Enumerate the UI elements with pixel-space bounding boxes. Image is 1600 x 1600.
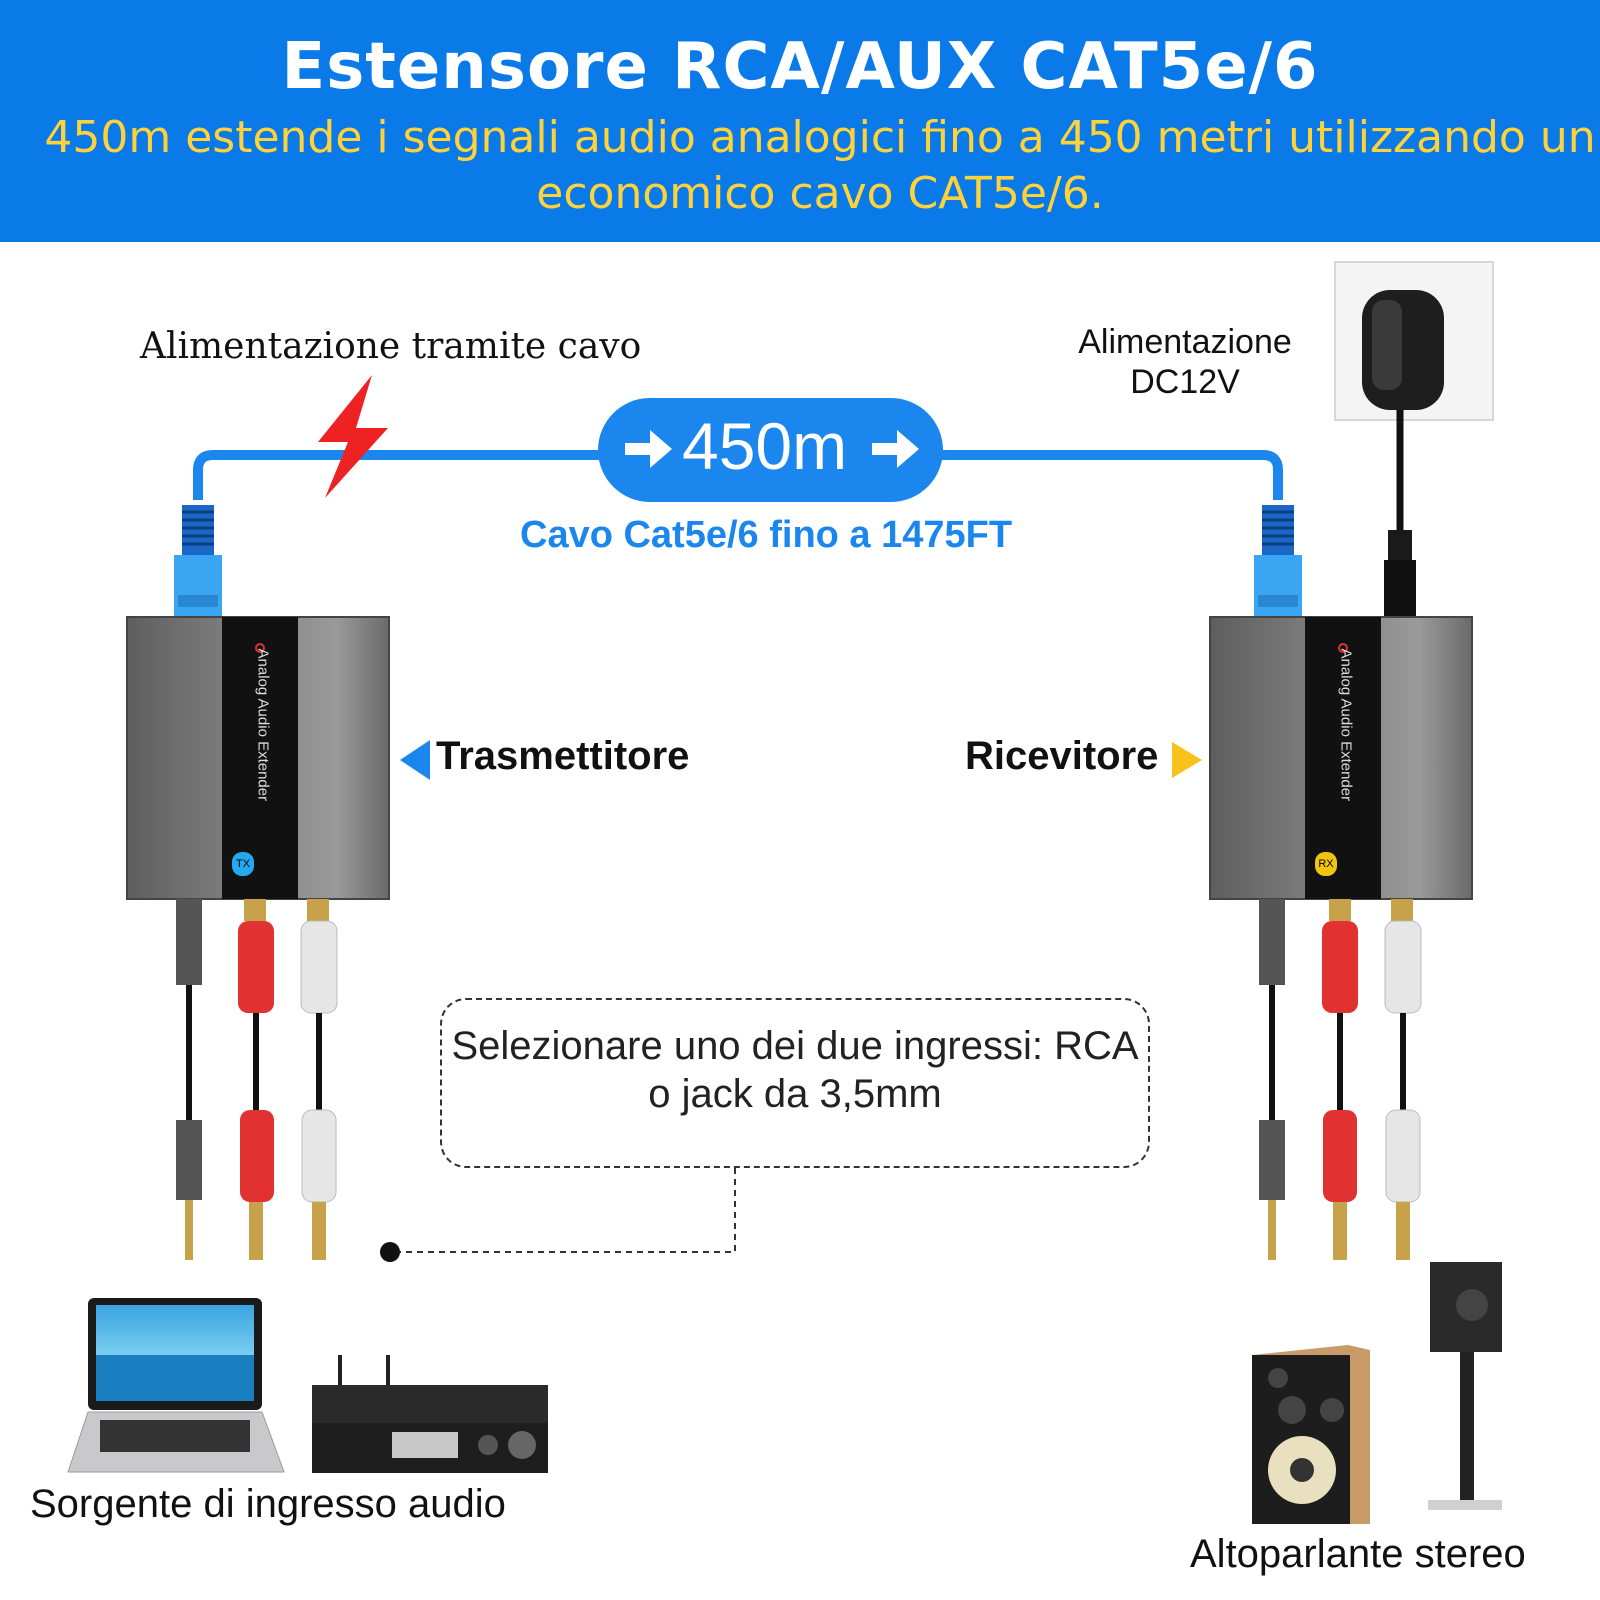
rj45-connector-tx bbox=[174, 505, 222, 617]
speaker-icon bbox=[1252, 1345, 1370, 1524]
tx-device-panel: Analog Audio Extender bbox=[248, 648, 272, 870]
av-receiver-icon bbox=[312, 1355, 548, 1473]
rx-device bbox=[1209, 616, 1473, 900]
power-over-cable-label: Alimentazione tramite cavo bbox=[140, 326, 642, 367]
note-text: Selezionare uno dei due ingressi: RCA o … bbox=[451, 1024, 1139, 1116]
rx-cables bbox=[1259, 899, 1422, 1260]
tx-device bbox=[126, 616, 390, 900]
rj45-connector-rx bbox=[1254, 505, 1302, 617]
tx-arrow-icon bbox=[400, 740, 430, 780]
tx-badge: TX bbox=[232, 852, 254, 876]
audio-source-label: Sorgente di ingresso audio bbox=[30, 1482, 506, 1526]
rx-badge: RX bbox=[1315, 852, 1337, 876]
speaker-icon bbox=[1428, 1262, 1502, 1510]
rx-arrow-icon bbox=[1172, 742, 1202, 778]
page-subtitle: 450m estende i segnali audio analogici f… bbox=[44, 112, 1596, 219]
cable-spec-label: Cavo Cat5e/6 fino a 1475FT bbox=[520, 514, 1013, 556]
rx-device-name: Analog Audio Extender bbox=[1337, 648, 1355, 802]
laptop-icon bbox=[67, 1298, 285, 1473]
note-connector bbox=[380, 1168, 736, 1262]
arrow-right-icon bbox=[625, 430, 672, 468]
tx-device-name: Analog Audio Extender bbox=[254, 648, 272, 802]
header-banner bbox=[0, 0, 1600, 242]
distance-label: 450m bbox=[682, 409, 848, 483]
power-adapter-icon bbox=[1334, 261, 1494, 616]
tx-cables bbox=[176, 899, 338, 1260]
arrow-right-icon bbox=[872, 430, 919, 468]
stereo-speaker-label: Altoparlante stereo bbox=[1190, 1532, 1526, 1576]
page-title: Estensore RCA/AUX CAT5e/6 bbox=[281, 30, 1319, 104]
distance-pill bbox=[598, 398, 943, 502]
lightning-icon bbox=[318, 375, 388, 498]
power-dc-label: Alimentazione DC12V bbox=[1078, 323, 1292, 401]
transmitter-label: Trasmettitore bbox=[436, 734, 690, 778]
receiver-label: Ricevitore bbox=[965, 734, 1159, 778]
note-box bbox=[440, 998, 1150, 1168]
rx-device-panel: Analog Audio Extender bbox=[1331, 648, 1355, 870]
